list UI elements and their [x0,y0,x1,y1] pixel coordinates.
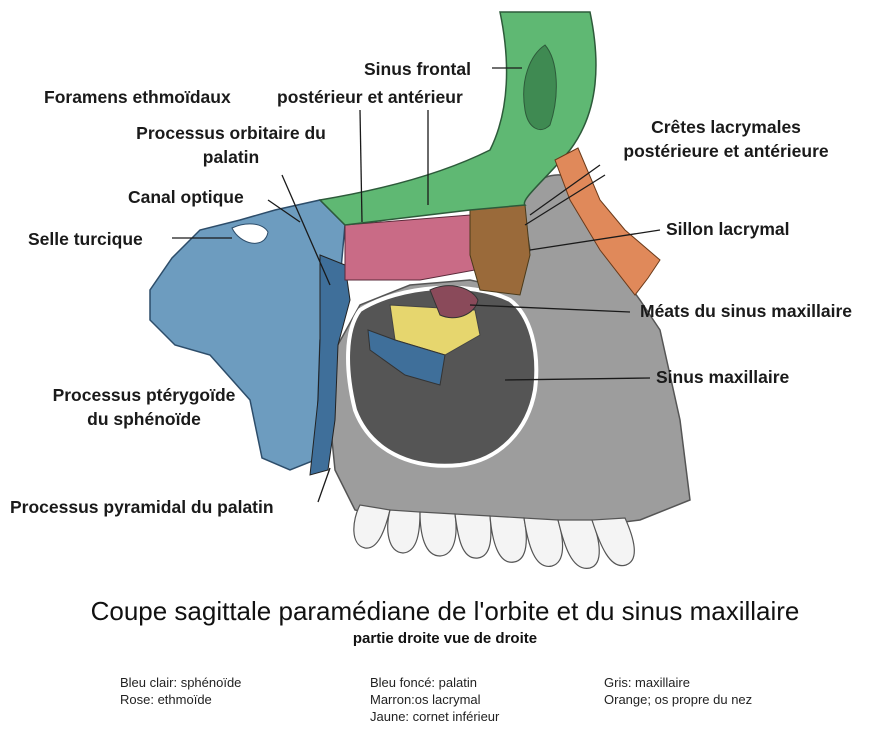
label-cretes-lacrymales-line2: postérieure et antérieure [600,140,852,162]
legend-item: Jaune: cornet inférieur [370,708,499,725]
legend-item: Bleu clair: sphénoïde [120,674,241,691]
label-processus-orbitaire-line2: palatin [120,146,342,168]
label-canal-optique: Canal optique [128,186,244,208]
figure-title: Coupe sagittale paramédiane de l'orbite … [0,596,890,627]
legend-item: Orange; os propre du nez [604,691,752,708]
legend-item: Gris: maxillaire [604,674,752,691]
label-cretes-lacrymales-line1: Crêtes lacrymales [600,116,852,138]
label-foramens-ethmoidaux: Foramens ethmoïdaux [44,86,231,108]
label-selle-turcique: Selle turcique [28,228,143,250]
label-sillon-lacrymal: Sillon lacrymal [666,218,790,240]
label-pterygoide-line1: Processus ptérygoïde [20,384,268,406]
label-sinus-frontal: Sinus frontal [364,58,471,80]
label-meats-sinus: Méats du sinus maxillaire [640,300,852,322]
legend-column-3: Gris: maxillaire Orange; os propre du ne… [604,674,752,708]
figure-subtitle: partie droite vue de droite [0,630,890,647]
label-pyramidal: Processus pyramidal du palatin [10,496,274,518]
legend-item: Rose: ethmoïde [120,691,241,708]
legend-item: Bleu foncé: palatin [370,674,499,691]
label-pterygoide-line2: du sphénoïde [20,408,268,430]
label-sinus-maxillaire: Sinus maxillaire [656,366,789,388]
ethmoid-bone [345,215,475,280]
lacrimal-bone [470,205,530,295]
legend-column-1: Bleu clair: sphénoïde Rose: ethmoïde [120,674,241,708]
legend-item: Marron:os lacrymal [370,691,499,708]
legend-column-2: Bleu foncé: palatin Marron:os lacrymal J… [370,674,499,725]
label-posterieur-anterieur: postérieur et antérieur [277,86,463,108]
label-processus-orbitaire-line1: Processus orbitaire du [120,122,342,144]
